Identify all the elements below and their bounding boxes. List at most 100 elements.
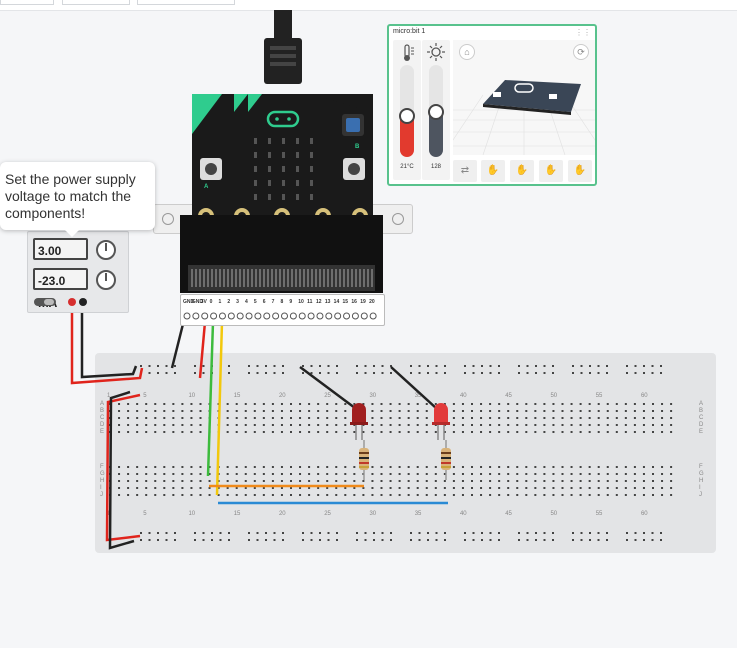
drag-handle-icon[interactable]: ⋮⋮ [575, 28, 591, 37]
pin-label: 15 [342, 299, 349, 305]
row-letter: A [699, 401, 704, 407]
tooltip-line-2: voltage to match the [5, 188, 132, 204]
pin-hole[interactable] [236, 312, 244, 320]
column-number: 30 [369, 393, 377, 399]
face-down-gesture-icon[interactable]: ✋ [568, 160, 592, 182]
row-letter: J [699, 492, 702, 498]
voltage-knob[interactable] [96, 240, 116, 260]
thermometer-icon [404, 44, 414, 61]
pin-hole[interactable] [272, 312, 280, 320]
tooltip-pointer [65, 230, 79, 237]
wire-black-led2[interactable] [390, 366, 437, 409]
toolbar-button[interactable] [137, 0, 235, 5]
column-number: 55 [595, 393, 603, 399]
wire-black-psu[interactable] [80, 304, 138, 379]
pin-hole[interactable] [343, 312, 351, 320]
toolbar-button[interactable] [0, 0, 54, 5]
pin-hole[interactable] [254, 312, 262, 320]
row-letter: B [699, 408, 704, 414]
usb-cable[interactable] [274, 10, 292, 42]
pin-hole[interactable] [218, 312, 226, 320]
tooltip-line-3: components! [5, 205, 86, 221]
pin-hole[interactable] [281, 312, 288, 320]
pin-label: 3V [200, 299, 207, 305]
pin-hole[interactable] [360, 312, 368, 320]
row-letter: C [100, 415, 105, 421]
row-letter: E [100, 429, 105, 435]
wire-red-psu[interactable] [70, 304, 144, 385]
pin-label: 3 [236, 299, 239, 305]
resistor-1[interactable] [359, 440, 369, 480]
column-number: 35 [414, 393, 422, 399]
light-slider[interactable]: 128 [422, 40, 450, 180]
wire-red-rail[interactable] [105, 393, 141, 542]
row-letter: B [100, 408, 105, 414]
voltage-display[interactable]: 3.00 [33, 238, 88, 260]
negative-terminal[interactable] [79, 298, 87, 306]
pin-label: GND [191, 299, 203, 305]
pin-label: 12 [315, 299, 322, 305]
pin-hole[interactable] [245, 312, 253, 320]
wire-red-3v[interactable] [198, 321, 207, 379]
simulator-title: micro:bit 1 [393, 28, 426, 35]
pin-hole[interactable] [192, 312, 200, 320]
row-letter: C [699, 415, 704, 421]
pin-label: 14 [333, 299, 340, 305]
light-thumb[interactable] [428, 104, 444, 120]
wire-black-gnd[interactable] [170, 319, 186, 369]
tilt-left-gesture-icon[interactable]: ✋ [481, 160, 505, 182]
current-knob[interactable] [96, 270, 116, 290]
tooltip-line-1: Set the power supply [5, 171, 136, 187]
pin-hole[interactable] [201, 312, 209, 320]
temperature-slider[interactable]: 21°C [393, 40, 421, 180]
microbit-board[interactable]: A B [192, 94, 373, 224]
pin-label: 5 [253, 299, 257, 305]
row-letter: G [699, 471, 704, 477]
led-1[interactable] [350, 403, 368, 440]
pin-hole[interactable] [298, 312, 306, 320]
shake-gesture-icon[interactable]: ⇄ [453, 160, 477, 182]
power-switch[interactable] [34, 298, 56, 306]
face-up-gesture-icon[interactable]: ✋ [539, 160, 563, 182]
pin-hole[interactable] [183, 312, 191, 320]
pin-hole[interactable] [210, 312, 218, 320]
pin-label: 16 [351, 299, 357, 305]
pin-hole[interactable] [334, 312, 342, 320]
home-icon[interactable]: ⌂ [459, 44, 475, 60]
column-number: 45 [505, 511, 512, 517]
usb-plug[interactable] [264, 38, 302, 84]
pin-hole[interactable] [316, 312, 324, 320]
led-2[interactable] [432, 403, 450, 440]
positive-terminal[interactable] [68, 298, 76, 306]
tilt-right-gesture-icon[interactable]: ✋ [510, 160, 534, 182]
column-number: 40 [459, 511, 467, 517]
pin-hole[interactable] [289, 312, 297, 320]
column-number: 15 [233, 511, 241, 517]
pin-hole[interactable] [307, 312, 315, 320]
pin-hole[interactable] [369, 312, 377, 320]
column-number: 60 [640, 511, 648, 517]
pin-hole[interactable] [263, 312, 271, 320]
pin-hole[interactable] [325, 312, 333, 320]
temperature-thumb[interactable] [399, 107, 415, 124]
pin-label: 19 [360, 299, 366, 305]
wire-yellow-pin1[interactable] [215, 321, 224, 496]
wire-black-led1[interactable] [299, 365, 356, 410]
power-supply[interactable]: 3.00 -23.0 mA [27, 231, 129, 313]
toolbar-button[interactable] [62, 0, 130, 5]
pin-hole[interactable] [227, 312, 235, 320]
resistor-2[interactable] [441, 440, 451, 480]
row-letter: F [699, 464, 703, 470]
wire-green-pin0[interactable] [206, 321, 215, 477]
row-letter: I [100, 485, 102, 491]
column-number: 20 [278, 511, 286, 517]
rotate-icon[interactable]: ⟳ [573, 44, 589, 60]
row-letter: E [699, 429, 704, 435]
pin-label: 20 [369, 299, 375, 305]
pin-hole[interactable] [351, 312, 359, 320]
button-a-label: A [204, 184, 209, 190]
wire-black-rail[interactable] [108, 390, 135, 550]
simulator-panel[interactable]: micro:bit 1 ⋮⋮ 21°C 128 [387, 24, 597, 186]
microbit-3d-view[interactable]: ⌂ ⟳ [453, 40, 595, 155]
